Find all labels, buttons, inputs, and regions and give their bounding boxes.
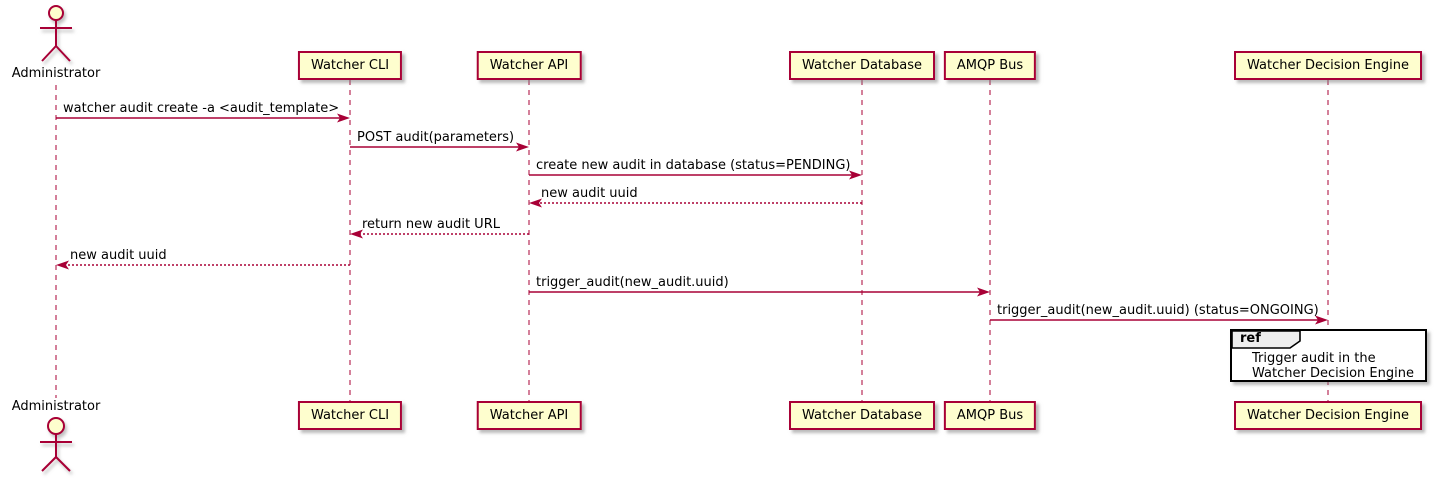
message-arrow-6 xyxy=(56,260,350,270)
participant-box-watcher-cli-top: Watcher CLI xyxy=(297,51,403,80)
message-arrow-5 xyxy=(350,229,529,239)
participant-box-amqp-bus-top: AMQP Bus xyxy=(943,51,1037,80)
message-label-3: create new audit in database (status=PEN… xyxy=(536,158,851,173)
ref-keyword: ref xyxy=(1240,331,1261,346)
message-label-8: trigger_audit(new_audit.uuid) (status=ON… xyxy=(997,303,1319,318)
ref-text: Trigger audit in the Watcher Decision En… xyxy=(1252,351,1414,381)
ref-fragment: ref Trigger audit in the Watcher Decisio… xyxy=(1230,329,1427,382)
participant-box-watcher-api-bottom: Watcher API xyxy=(476,401,582,430)
message-arrow-8 xyxy=(990,315,1328,325)
message-label-4: new audit uuid xyxy=(541,186,638,201)
participant-box-watcher-api-top: Watcher API xyxy=(476,51,582,80)
message-label-1: watcher audit create -a <audit_template> xyxy=(63,101,340,116)
administrator-actor-icon-bottom xyxy=(40,417,72,472)
message-arrow-3 xyxy=(529,170,862,180)
participant-box-amqp-bus-bottom: AMQP Bus xyxy=(943,401,1037,430)
message-label-5: return new audit URL xyxy=(362,217,500,232)
actor-label-administrator-bottom: Administrator xyxy=(11,399,101,414)
message-arrow-4 xyxy=(529,198,862,208)
message-arrow-2 xyxy=(350,142,529,152)
administrator-actor-icon-top xyxy=(40,5,72,62)
message-label-2: POST audit(parameters) xyxy=(357,130,515,145)
participant-box-watcher-cli-bottom: Watcher CLI xyxy=(297,401,403,430)
participant-box-watcher-database-bottom: Watcher Database xyxy=(789,401,935,430)
message-label-7: trigger_audit(new_audit.uuid) xyxy=(536,275,729,290)
actor-label-administrator-top: Administrator xyxy=(11,66,101,81)
participant-box-watcher-decision-engine-top: Watcher Decision Engine xyxy=(1234,51,1422,80)
participant-box-watcher-decision-engine-bottom: Watcher Decision Engine xyxy=(1234,401,1422,430)
ref-header-pentagon xyxy=(1231,330,1301,349)
participant-box-watcher-database-top: Watcher Database xyxy=(789,51,935,80)
message-label-6: new audit uuid xyxy=(70,248,167,263)
message-arrow-1 xyxy=(56,113,350,123)
message-arrow-7 xyxy=(529,287,990,297)
